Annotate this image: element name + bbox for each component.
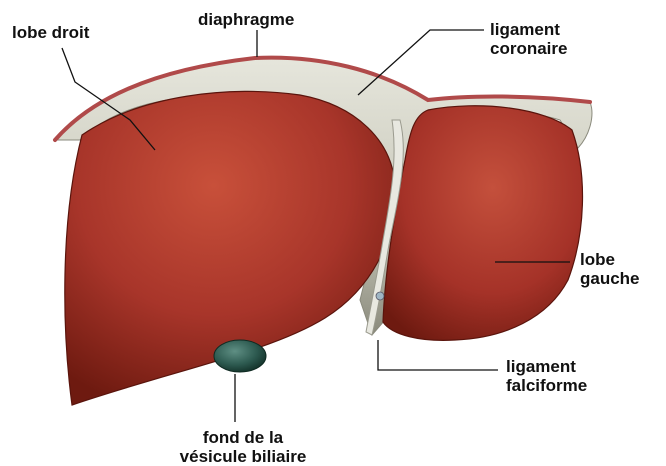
label-ligament-coronaire-line2: coronaire xyxy=(490,39,567,58)
left-lobe xyxy=(383,106,583,341)
label-fond-vesicule: fond de la vésicule biliaire xyxy=(168,428,318,466)
ligament-teres-stub xyxy=(376,292,384,300)
label-ligament-coronaire-line1: ligament xyxy=(490,20,567,39)
label-fond-vesicule-line2: vésicule biliaire xyxy=(168,447,318,466)
gallbladder-fundus xyxy=(214,340,266,372)
label-ligament-falciforme-line1: ligament xyxy=(506,357,587,376)
label-ligament-coronaire: ligament coronaire xyxy=(490,20,567,58)
label-diaphragme: diaphragme xyxy=(198,10,294,29)
label-lobe-gauche-line2: gauche xyxy=(580,269,640,288)
leader-ligament-falciforme xyxy=(378,340,498,370)
label-lobe-droit: lobe droit xyxy=(12,23,89,42)
label-lobe-gauche: lobe gauche xyxy=(580,250,640,288)
label-lobe-droit-text: lobe droit xyxy=(12,23,89,42)
label-ligament-falciforme-line2: falciforme xyxy=(506,376,587,395)
label-diaphragme-text: diaphragme xyxy=(198,10,294,29)
label-fond-vesicule-line1: fond de la xyxy=(168,428,318,447)
label-ligament-falciforme: ligament falciforme xyxy=(506,357,587,395)
label-lobe-gauche-line1: lobe xyxy=(580,250,640,269)
